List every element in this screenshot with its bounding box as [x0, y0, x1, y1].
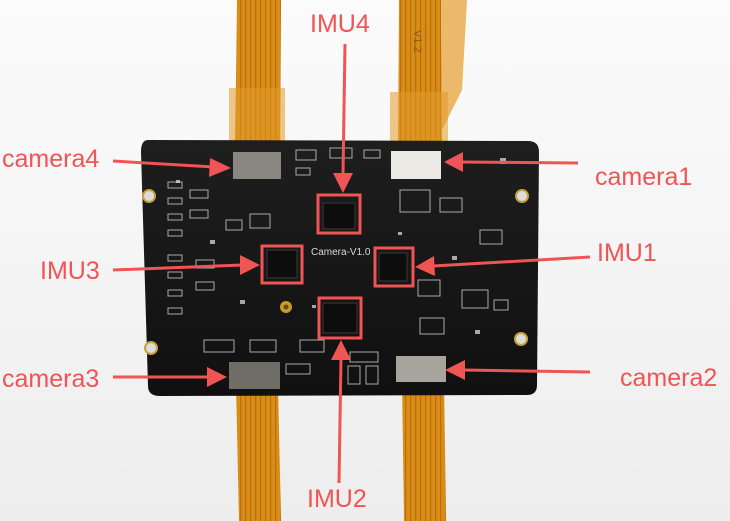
imu1-highlight-box	[373, 246, 415, 288]
flex-cable-top-right	[390, 0, 467, 160]
imu3-highlight-box	[260, 244, 304, 285]
imu2-label: IMU2	[307, 485, 367, 513]
connector-camera3	[229, 362, 280, 389]
imu4-label: IMU4	[310, 10, 370, 38]
board-silkscreen-label: Camera-V1.0	[311, 247, 371, 258]
pcb-board: Camera-V1.0	[141, 140, 539, 396]
arrow-imu2	[331, 340, 351, 484]
flex-cable-bottom-left	[236, 385, 281, 521]
arrow-imu3	[112, 255, 260, 275]
imu1-label: IMU1	[597, 239, 657, 267]
imu3-label: IMU3	[40, 257, 100, 285]
connector-camera2	[396, 356, 446, 382]
flex-cable-marking: V1.2	[411, 30, 423, 53]
arrow-camera2	[445, 360, 591, 380]
camera4-label: camera4	[2, 145, 100, 173]
connector-camera1	[391, 151, 441, 179]
arrow-imu4	[333, 43, 353, 193]
arrow-imu1	[415, 255, 591, 276]
camera3-label: camera3	[2, 365, 100, 393]
arrow-camera4	[112, 158, 231, 177]
arrow-camera1	[444, 152, 579, 172]
imu2-highlight-box	[317, 296, 363, 340]
camera2-label: camera2	[620, 364, 718, 392]
arrow-camera3	[113, 367, 227, 387]
imu4-highlight-box	[316, 193, 362, 235]
camera1-label: camera1	[595, 163, 693, 191]
flex-cable-bottom-right	[402, 380, 446, 521]
flex-cable-top-left	[229, 0, 285, 160]
connector-camera4	[233, 152, 281, 179]
